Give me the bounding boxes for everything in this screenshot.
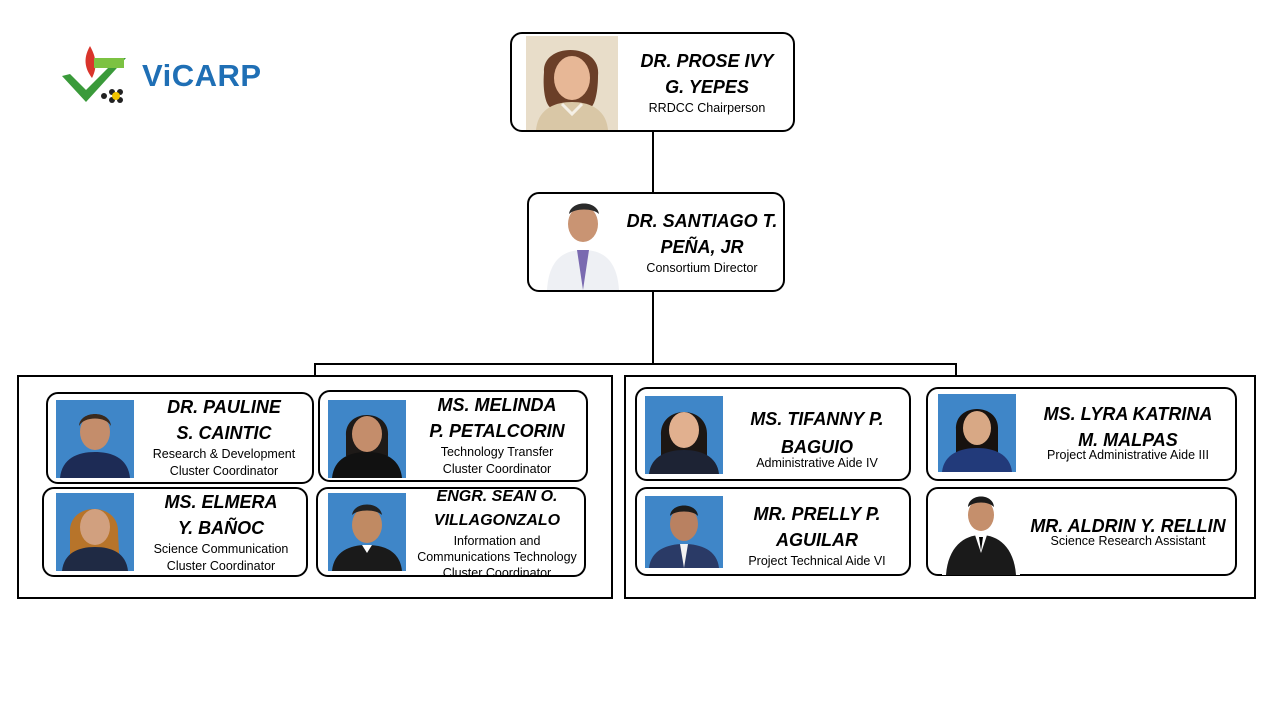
staff-photo-pauline	[56, 400, 134, 478]
staff-photo-lyra	[938, 394, 1016, 472]
connector-right-group	[955, 363, 957, 377]
staff-card-sean: ENGR. SEAN O. VILLAGONZALO Information a…	[316, 487, 586, 580]
chairperson-role: RRDCC Chairperson	[648, 101, 766, 115]
staff-role-line1: Project Technical Aide VI	[748, 554, 886, 568]
staff-role-line1: Information and	[453, 534, 541, 548]
staff-info-elmera: MS. ELMERA Y. BAÑOC Science Communicatio…	[136, 489, 306, 575]
staff-card-tifanny: MS. TIFANNY P. BAGUIO Administrative Aid…	[635, 387, 911, 481]
staff-role-line1: Administrative Aide IV	[756, 456, 878, 470]
staff-name-line1: MS. MELINDA	[437, 395, 557, 415]
staff-name-line2: S. CAINTIC	[176, 423, 272, 443]
staff-role-line1: Science Communication	[153, 542, 289, 556]
staff-card-melinda: MS. MELINDA P. PETALCORIN Technology Tra…	[318, 390, 588, 482]
staff-card-prelly: MR. PRELLY P. AGUILAR Project Technical …	[635, 487, 911, 576]
staff-role-line3: Cluster Coordinator	[442, 566, 552, 580]
vicarp-logo: ViCARP	[60, 44, 300, 108]
staff-name-line2: BAGUIO	[781, 437, 853, 457]
staff-photo-aldrin	[942, 491, 1020, 575]
chairperson-photo	[526, 36, 618, 130]
staff-photo-prelly	[645, 496, 723, 568]
connector-director-groups	[652, 291, 654, 364]
staff-info-pauline: DR. PAULINE S. CAINTIC Research & Develo…	[136, 394, 312, 480]
director-name-line1: DR. SANTIAGO T.	[626, 211, 778, 231]
connector-horizontal	[314, 363, 957, 365]
staff-card-aldrin: MR. ALDRIN Y. RELLIN Science Research As…	[926, 487, 1237, 576]
staff-card-lyra: MS. LYRA KATRINA M. MALPAS Project Admin…	[926, 387, 1237, 481]
staff-name-line1: DR. PAULINE	[167, 397, 281, 417]
staff-name-line2: VILLAGONZALO	[433, 512, 561, 529]
staff-info-aldrin: MR. ALDRIN Y. RELLIN Science Research As…	[1022, 513, 1234, 550]
logo-text: ViCARP	[142, 58, 262, 93]
staff-name-line2: M. MALPAS	[1078, 430, 1178, 450]
staff-name-line1: ENGR. SEAN O.	[436, 488, 558, 505]
vicarp-emblem-icon	[62, 46, 126, 103]
chairperson-card: DR. PROSE IVY G. YEPES RRDCC Chairperson	[510, 32, 795, 132]
staff-role-line1: Research & Development	[152, 447, 296, 461]
staff-name-line1: MS. LYRA KATRINA	[1043, 404, 1213, 424]
staff-card-elmera: MS. ELMERA Y. BAÑOC Science Communicatio…	[42, 487, 308, 577]
staff-info-melinda: MS. MELINDA P. PETALCORIN Technology Tra…	[408, 392, 586, 478]
staff-name-line1: MS. TIFANNY P.	[750, 409, 884, 429]
staff-name-line1: MR. ALDRIN Y. RELLIN	[1030, 516, 1226, 536]
staff-info-tifanny: MS. TIFANNY P. BAGUIO Administrative Aid…	[725, 405, 909, 472]
staff-photo-sean	[328, 493, 406, 571]
staff-role-line2: Cluster Coordinator	[166, 559, 276, 573]
staff-info-sean: ENGR. SEAN O. VILLAGONZALO Information a…	[408, 485, 586, 581]
chairperson-info: DR. PROSE IVY G. YEPES RRDCC Chairperson	[622, 48, 792, 117]
staff-photo-tifanny	[645, 396, 723, 474]
chairperson-name-line1: DR. PROSE IVY	[640, 51, 774, 71]
connector-left-group	[314, 363, 316, 377]
staff-card-pauline: DR. PAULINE S. CAINTIC Research & Develo…	[46, 392, 314, 484]
staff-info-lyra: MS. LYRA KATRINA M. MALPAS Project Admin…	[1022, 401, 1234, 464]
staff-name-line2: P. PETALCORIN	[429, 421, 565, 441]
staff-role-line1: Project Administrative Aide III	[1047, 448, 1209, 462]
staff-name-line2: AGUILAR	[776, 530, 858, 550]
director-role: Consortium Director	[646, 261, 758, 275]
director-card: DR. SANTIAGO T. PEÑA, JR Consortium Dire…	[527, 192, 785, 292]
staff-name-line1: MR. PRELLY P.	[753, 504, 881, 524]
staff-photo-elmera	[56, 493, 134, 571]
staff-info-prelly: MR. PRELLY P. AGUILAR Project Technical …	[725, 501, 909, 570]
director-photo	[543, 196, 625, 290]
chairperson-name-line2: G. YEPES	[665, 77, 749, 97]
director-info: DR. SANTIAGO T. PEÑA, JR Consortium Dire…	[621, 208, 783, 277]
staff-role-line1: Science Research Assistant	[1050, 534, 1206, 548]
staff-name-line2: Y. BAÑOC	[177, 518, 265, 538]
staff-name-line1: MS. ELMERA	[164, 492, 278, 512]
staff-role-line2: Cluster Coordinator	[442, 462, 552, 476]
director-name-line2: PEÑA, JR	[660, 237, 744, 257]
connector-top-director	[652, 130, 654, 194]
staff-role-line2: Cluster Coordinator	[169, 464, 279, 478]
staff-role-line2: Communications Technology	[417, 550, 577, 564]
staff-role-line1: Technology Transfer	[440, 445, 554, 459]
staff-photo-melinda	[328, 400, 406, 478]
